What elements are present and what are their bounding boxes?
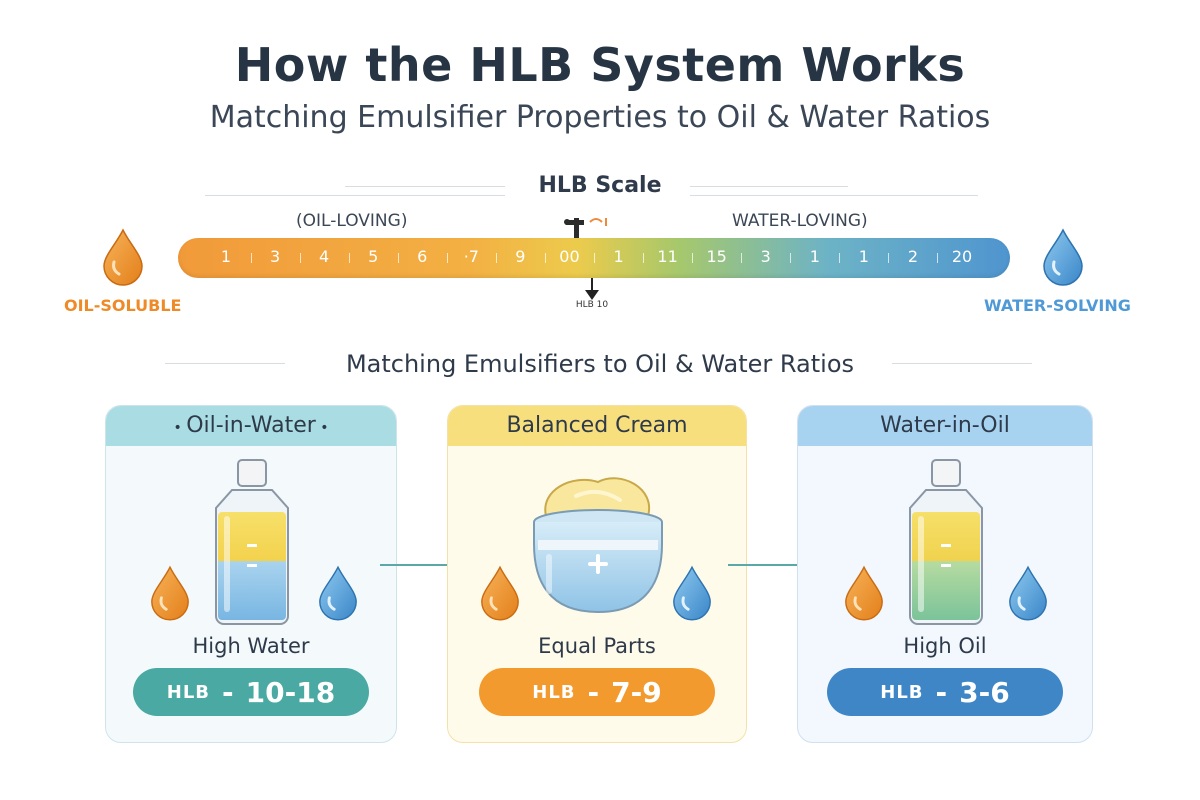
- card-water-in-oil: Water-in-Oil High Oil HLB: [797, 405, 1093, 743]
- divider-right-1: [690, 195, 978, 196]
- oil-drop-icon: [845, 565, 883, 621]
- scale-minor-tick: [495, 253, 497, 263]
- hlb-separator: -: [935, 675, 948, 709]
- water-drop-icon: [1009, 565, 1047, 621]
- scale-minor-tick: [643, 253, 645, 263]
- scale-tick-label: 1: [220, 247, 232, 266]
- scale-tick-label: 3: [269, 247, 281, 266]
- page-subtitle: Matching Emulsifier Properties to Oil & …: [209, 100, 991, 135]
- card-header: Water-in-Oil: [798, 406, 1092, 446]
- card-balanced-cream: Balanced Cream Equal Parts HLB: [447, 405, 747, 743]
- card-header: • Oil-in-Water •: [106, 406, 396, 446]
- scale-tick-label: 2: [907, 247, 919, 266]
- water-solving-label: WATER-SOLVING: [984, 296, 1131, 315]
- hlb-label: HLB: [880, 681, 924, 703]
- scale-tick-label: ·7: [463, 247, 479, 266]
- scale-minor-tick: [594, 253, 595, 263]
- oil-loving-tag: (OIL-LOVING): [296, 211, 408, 231]
- hlb-range-badge: HLB - 7-9: [479, 668, 715, 716]
- water-drop-icon: [673, 565, 711, 621]
- divider-right-2: [690, 186, 848, 187]
- scale-tick-label: 6: [417, 247, 428, 266]
- scale-minor-tick: [348, 253, 350, 263]
- hlb-range-badge: HLB - 10-18: [133, 668, 369, 716]
- scale-title: HLB Scale: [538, 173, 662, 198]
- scale-minor-tick: [741, 253, 743, 263]
- divider-left-2: [345, 186, 505, 187]
- section-divider-left: [165, 363, 285, 364]
- card-caption: Equal Parts: [538, 634, 656, 658]
- scale-minor-tick: [250, 253, 252, 263]
- bottle-icon: [909, 459, 983, 625]
- page-title: How the HLB System Works: [234, 38, 966, 92]
- marker-arrow-icon: [585, 278, 599, 300]
- section-title: Matching Emulsifiers to Oil & Water Rati…: [345, 350, 855, 378]
- scale-minor-tick: [397, 253, 399, 263]
- scale-tick-label: 20: [951, 247, 973, 266]
- card-caption: High Oil: [903, 634, 987, 658]
- oil-drop-icon: [103, 228, 143, 286]
- card-title: Balanced Cream: [506, 413, 688, 438]
- scale-tick-label: 1: [858, 247, 869, 266]
- scale-tick-label: 1: [809, 247, 820, 266]
- card-body: [798, 446, 1092, 742]
- scale-minor-tick: [446, 253, 448, 263]
- scale-minor-tick: [544, 253, 546, 263]
- cream-jar-icon: [533, 477, 663, 614]
- scale-minor-tick: [790, 253, 792, 263]
- water-drop-icon: [319, 565, 357, 621]
- scale-tick-label: 5: [368, 247, 379, 266]
- hlb-label: HLB: [532, 681, 576, 703]
- hlb-range-badge: HLB - 3-6: [827, 668, 1063, 716]
- scale-tick-label: 11: [657, 247, 678, 266]
- card-body: [448, 446, 746, 742]
- card-title-bullet-left: •: [173, 420, 187, 436]
- hlb-separator: -: [222, 675, 234, 709]
- hlb-range: 10-18: [245, 675, 336, 709]
- scale-minor-tick: [937, 253, 939, 263]
- scale-minor-tick: [299, 253, 301, 263]
- water-drop-icon: [1043, 228, 1083, 286]
- section-divider-right: [892, 363, 1032, 364]
- card-title: Water-in-Oil: [880, 413, 1010, 438]
- scale-minor-tick: [839, 253, 841, 263]
- scale-tick-label: 1: [613, 247, 624, 266]
- card-caption: High Water: [192, 634, 310, 658]
- scale-tick-label: 15: [706, 247, 727, 266]
- scale-tick-label: 9: [515, 247, 526, 266]
- bottle-icon: [215, 459, 289, 625]
- scale-minor-tick: [692, 253, 694, 263]
- scale-tick-label: 00: [559, 247, 580, 266]
- water-loving-tag: WATER-LOVING): [732, 211, 868, 231]
- divider-left-1: [205, 195, 505, 196]
- oil-soluble-label: OIL-SOLUBLE: [64, 296, 182, 315]
- oil-drop-icon: [151, 565, 189, 621]
- card-header: Balanced Cream: [448, 406, 746, 446]
- marker-label: HLB 10: [575, 300, 609, 310]
- card-title: Oil-in-Water: [186, 413, 316, 438]
- hlb-range: 3-6: [959, 675, 1010, 709]
- card-title-bullet-right: •: [315, 420, 329, 436]
- card-oil-in-water: • Oil-in-Water • High Water: [105, 405, 397, 743]
- scale-tick-label: 3: [760, 247, 771, 266]
- card-body: [106, 446, 396, 742]
- oil-drop-icon: [481, 565, 519, 621]
- scale-tick-label: 4: [319, 247, 330, 266]
- hlb-label: HLB: [166, 681, 211, 703]
- hlb-range: 7-9: [611, 675, 662, 709]
- marker-top-icon: [564, 218, 607, 238]
- scale-minor-tick: [888, 253, 890, 263]
- hlb-separator: -: [587, 675, 600, 709]
